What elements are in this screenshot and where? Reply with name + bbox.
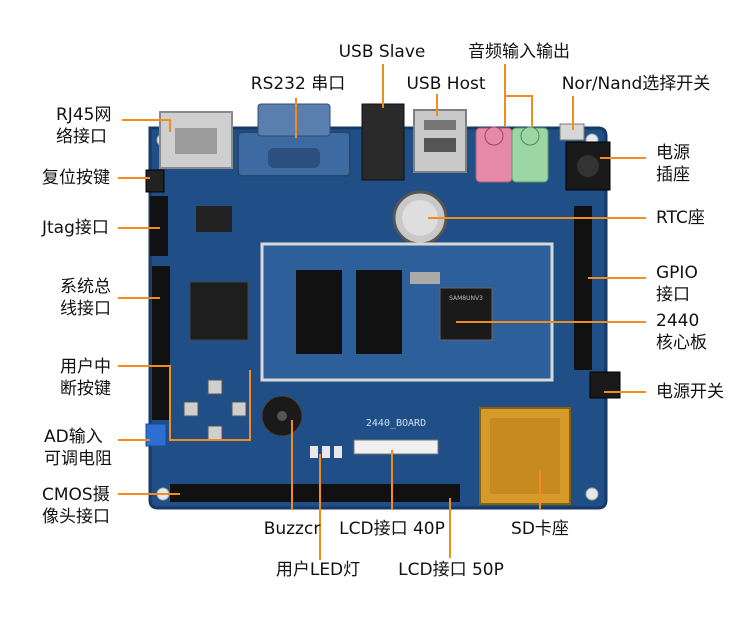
lcd40-connector [353, 439, 439, 455]
label-lcd40: LCD接口 40P [339, 519, 445, 539]
label-nor-nand: Nor/Nand选择开关 [561, 74, 711, 94]
ad-potentiometer [145, 423, 167, 447]
key-button [231, 401, 247, 417]
bus-header [152, 266, 170, 420]
label-gpio: GPIO 接口 [656, 263, 698, 305]
power-switch [589, 371, 621, 399]
label-reset: 复位按键 [42, 168, 110, 188]
label-lcd50: LCD接口 50P [398, 560, 504, 580]
gpio-header [574, 206, 592, 370]
label-core: 2440 核心板 [656, 311, 707, 353]
reset-button [145, 169, 165, 193]
label-audio: 音频输入输出 [468, 42, 570, 62]
user-led [334, 446, 342, 458]
label-power-socket: 电源 插座 [656, 143, 690, 185]
core-cpu [439, 287, 493, 341]
lcd50-header [170, 484, 460, 502]
jtag-header [150, 196, 168, 256]
key-button [207, 379, 223, 395]
mount-hole [585, 487, 599, 501]
key-button [183, 401, 199, 417]
leader-lines [118, 64, 646, 560]
label-rtc: RTC座 [656, 208, 705, 228]
label-int-key: 用户中 断按键 [60, 357, 111, 399]
label-usb-host: USB Host [406, 74, 486, 94]
user-led [322, 446, 330, 458]
label-buzzer: Buzzcr [263, 519, 321, 539]
label-usb-slave: USB Slave [338, 42, 426, 62]
label-rs232: RS232 串口 [250, 74, 346, 94]
label-cmos: CMOS摄 像头接口 [42, 485, 110, 527]
usb-slave-connector [361, 103, 405, 181]
label-ad: AD输入 可调电阻 [44, 427, 112, 469]
label-sd: SD卡座 [511, 519, 569, 539]
label-power-switch: 电源开关 [656, 382, 724, 402]
user-led [310, 446, 318, 458]
board-silk-name: 2440_BOARD [366, 418, 426, 429]
label-jtag: Jtag接口 [42, 218, 109, 238]
label-rj45: RJ45网 络接口 [56, 105, 112, 147]
key-button [207, 425, 223, 441]
label-user-led: 用户LED灯 [275, 560, 361, 580]
core-chip-text: SAM8UNV3 [449, 295, 483, 302]
ethernet-chip [189, 281, 249, 341]
label-bus: 系统总 线接口 [60, 277, 111, 319]
